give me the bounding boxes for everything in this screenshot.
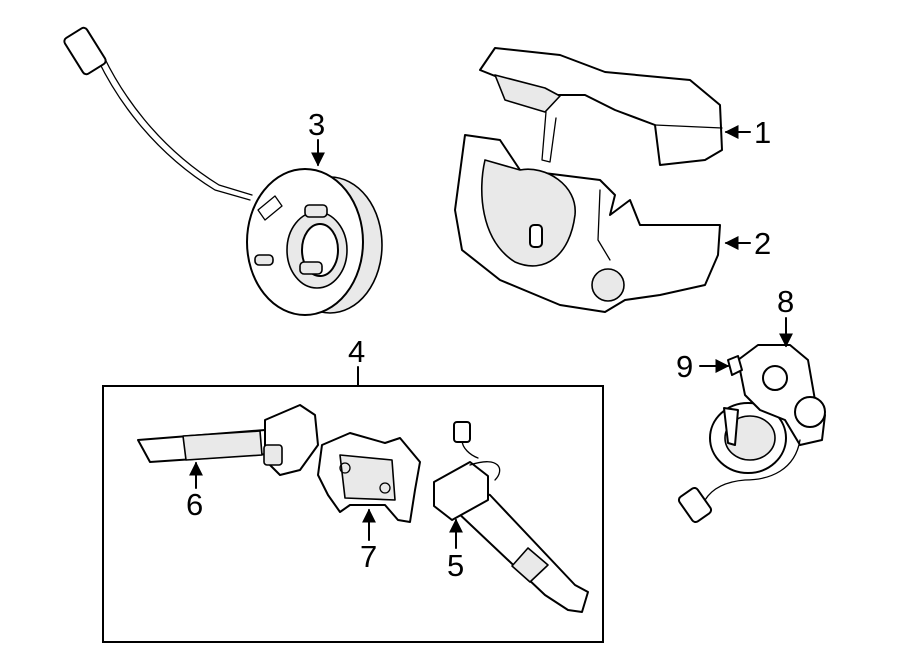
callout-2: 2 xyxy=(754,226,771,261)
callout-5: 5 xyxy=(447,548,464,583)
assembly-4-frame xyxy=(102,385,604,643)
callout-8: 8 xyxy=(777,284,794,319)
callout-7: 7 xyxy=(360,539,377,574)
switch-housing-part xyxy=(317,432,421,523)
callout-4: 4 xyxy=(348,334,365,369)
wiper-lever-part xyxy=(137,404,319,476)
callout-6: 6 xyxy=(186,487,203,522)
callout-9: 9 xyxy=(676,349,693,384)
ignition-switch-part xyxy=(677,344,826,524)
turn-signal-lever-part xyxy=(433,421,589,613)
clock-spring-part xyxy=(63,26,383,316)
callout-3: 3 xyxy=(308,107,325,142)
lower-column-cover-part xyxy=(454,134,721,313)
upper-column-cover-part xyxy=(479,47,723,166)
callout-1: 1 xyxy=(754,115,771,150)
